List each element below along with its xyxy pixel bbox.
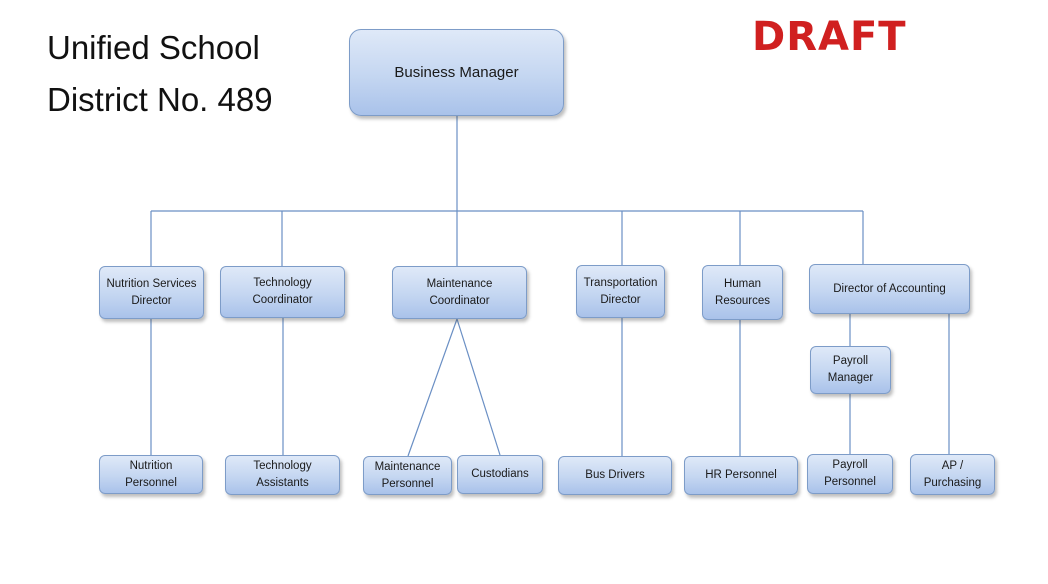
node-nutrition-services-director: Nutrition Services Director [99, 266, 204, 319]
district-title-line-1: Unified School [47, 29, 260, 66]
connector-maintenance-personnel [407, 318, 458, 457]
node-ap-purchasing: AP / Purchasing [910, 454, 995, 495]
node-transportation-director: Transportation Director [576, 265, 665, 318]
node-hr-personnel: HR Personnel [684, 456, 798, 495]
node-maintenance-coordinator: Maintenance Coordinator [392, 266, 527, 319]
node-custodians: Custodians [457, 455, 543, 494]
node-director-of-accounting: Director of Accounting [809, 264, 970, 314]
connector-custodians [456, 318, 501, 456]
node-technology-assistants: Technology Assistants [225, 455, 340, 495]
node-business-manager: Business Manager [349, 29, 564, 116]
node-maintenance-personnel: Maintenance Personnel [363, 456, 452, 495]
node-nutrition-personnel: Nutrition Personnel [99, 455, 203, 494]
node-technology-coordinator: Technology Coordinator [220, 266, 345, 318]
draft-watermark: DRAFT [752, 14, 907, 60]
node-bus-drivers: Bus Drivers [558, 456, 672, 495]
district-title-line-2: District No. 489 [47, 81, 273, 118]
node-payroll-personnel: Payroll Personnel [807, 454, 893, 494]
district-title: Unified School District No. 489 [47, 22, 273, 126]
node-payroll-manager: Payroll Manager [810, 346, 891, 394]
node-human-resources: Human Resources [702, 265, 783, 320]
